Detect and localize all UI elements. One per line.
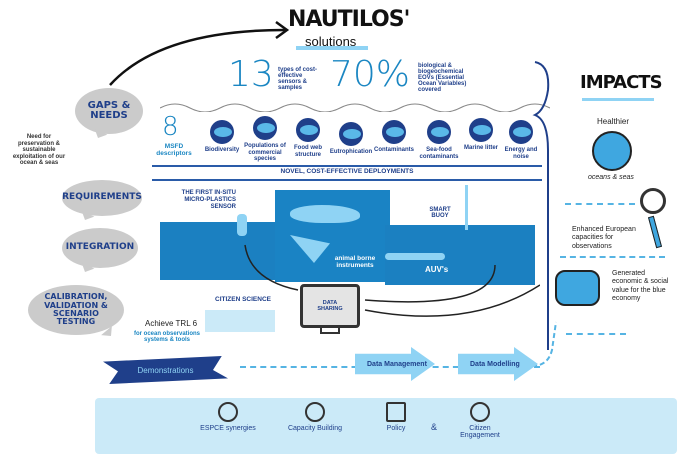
wave-icon <box>382 120 406 144</box>
microplastics-sensor-illustration <box>237 214 247 236</box>
can-icon <box>469 118 493 142</box>
descriptor-contaminants: Contaminants <box>372 120 416 154</box>
calibration-bubble: CALIBRATION, VALIDATION & SCENARIO TESTI… <box>28 285 124 335</box>
animal-borne-label: animal borne instruments <box>334 255 376 269</box>
impacts-divider <box>565 203 635 205</box>
citizen-science-label: CITIZEN SCIENCE <box>215 296 271 303</box>
impacts-underline <box>582 98 654 101</box>
data-flow-arrows <box>244 244 540 317</box>
gaps-to-solutions-arrow <box>109 20 290 86</box>
economic-value-text: Generated economic & social value for th… <box>612 270 669 303</box>
monitor-stand <box>320 328 340 334</box>
descriptor-commercial-species: Populations of commercial species <box>243 116 287 163</box>
descriptor-marine-litter: Marine litter <box>459 118 503 152</box>
head-brain-icon <box>305 402 325 422</box>
magnifier-icon <box>640 188 666 214</box>
title-underline <box>296 46 368 50</box>
gaps-needs-bubble: GAPS & NEEDS <box>75 88 143 134</box>
impacts-bracket <box>532 61 550 350</box>
pcb-icon <box>427 120 451 144</box>
fish-icon <box>210 120 234 144</box>
auv-label: AUV's <box>425 265 449 274</box>
citizen-science-illustration <box>205 310 275 332</box>
healthier-label: Healthier <box>597 117 630 126</box>
descriptor-biodiversity: Biodiversity <box>200 120 244 154</box>
page-title: NAUTILOS' <box>288 7 410 32</box>
enhanced-capacities-text: Enhanced European capacities for observa… <box>572 226 636 250</box>
deployments-title: NOVEL, COST-EFFECTIVE DEPLOYMENTS <box>280 168 414 175</box>
msfd-label: MSFD descriptors <box>156 143 192 158</box>
triangle-icon <box>296 118 320 142</box>
requirements-bubble: REQUIREMENTS <box>62 180 142 216</box>
divider-line <box>152 165 542 167</box>
smart-buoy-label: SMART BUOY <box>429 207 451 219</box>
wave-divider <box>160 103 550 112</box>
stat-text-eovs: biological & biogeochemical EOVs (Essent… <box>418 63 467 93</box>
integration-bubble: INTEGRATION <box>62 228 138 268</box>
descriptor-eutrophication: Eutrophication <box>329 122 373 156</box>
descriptor-seafood-contaminants: Sea-food contaminants <box>417 120 461 160</box>
clipboard-icon <box>386 402 406 422</box>
impacts-title: IMPACTS <box>580 72 663 93</box>
ampersand: & <box>431 422 438 432</box>
trl-text: for ocean observations systems & tools <box>133 331 201 343</box>
recycle-icon <box>218 402 238 422</box>
esp-synergies: ESPCE synergies <box>198 402 258 432</box>
impacts-divider <box>560 256 665 258</box>
stat-text-sensors: types of cost-effective sensors & sample… <box>278 67 318 91</box>
descriptor-energy-noise: Energy and noise <box>499 120 543 160</box>
stat-number-eovs: 70% <box>330 54 411 95</box>
policy: Policy <box>366 402 426 432</box>
microplastics-sensor-label: THE FIRST IN-SITU MICRO-PLASTICS SENSOR <box>181 190 236 210</box>
algae-icon <box>339 122 363 146</box>
data-management-arrow: Data Management <box>355 347 435 381</box>
sea-left <box>160 222 280 280</box>
trl-title: Achieve TRL 6 <box>144 319 198 328</box>
capacity-building: Capacity Building <box>285 402 345 432</box>
atom-icon <box>509 120 533 144</box>
euro-coins-icon <box>555 270 600 306</box>
gaps-note: Need for preservation & sustainable expl… <box>12 134 66 167</box>
data-sharing-monitor: DATA SHARING <box>300 284 360 328</box>
globe-icon <box>592 131 632 171</box>
msfd-number: 8 <box>162 112 179 142</box>
data-modelling-arrow: Data Modelling <box>458 347 538 381</box>
shark-illustration <box>290 205 360 223</box>
smart-buoy-illustration <box>465 185 468 230</box>
page-subtitle: solutions <box>305 34 357 49</box>
data-sharing-label: DATA SHARING <box>317 300 343 312</box>
fish-icon <box>253 116 277 140</box>
oceans-seas-label: oceans & seas <box>588 174 634 181</box>
descriptor-food-web: Food web structure <box>286 118 330 158</box>
impacts-divider <box>566 333 626 335</box>
demonstrations-banner: Demonstrations <box>103 356 228 384</box>
people-icon <box>470 402 490 422</box>
citizen-engagement: Citizen Engagement <box>450 402 510 439</box>
auv-illustration <box>385 253 445 260</box>
divider-line <box>152 179 542 181</box>
stat-number-sensors: 13 <box>228 54 274 95</box>
